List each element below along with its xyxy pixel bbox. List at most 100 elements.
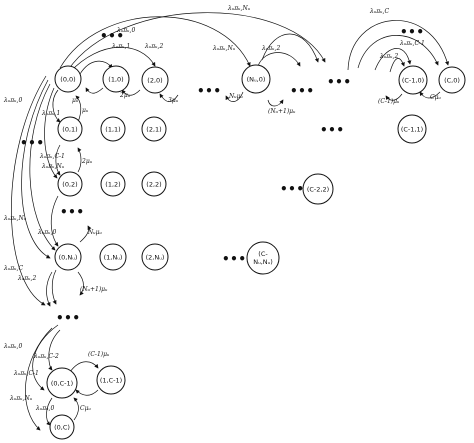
label-left-lambda-1: λᵤπᵤ,1 xyxy=(41,110,60,117)
arc-02-to-01 xyxy=(77,147,82,173)
label-Nu-mu-u-top: Nᵤμᵤ xyxy=(228,93,244,100)
label-lambda-0-top: λᵤπᵤ,0 xyxy=(116,27,135,34)
svg-text:Nᵤ,Nᵤ): Nᵤ,Nᵤ) xyxy=(253,258,273,266)
label-bottom-lambda-Nu: λᵤπᵤ,Nᵤ xyxy=(9,395,33,402)
label-left-lambda-Nu-2: λᵤπᵤ,Nᵤ xyxy=(3,215,27,222)
arc-bottom-2 xyxy=(25,327,53,431)
label-mu-u-1: μᵤ xyxy=(72,97,79,104)
label-bottom-lambda-0: λᵤπᵤ,0 xyxy=(3,343,22,350)
ellipsis-col0-a: ••• xyxy=(60,205,85,219)
arc-01-to-00 xyxy=(75,95,82,123)
arc-10-to-00 xyxy=(85,87,104,94)
arc-00-to-0Nu-b xyxy=(21,79,51,259)
state-nodes: (0,0) (1,0) (2,0) (Nᵤ,0) (C-1,0) (C,0) (… xyxy=(46,64,466,440)
label-top-lambda-Nu: λᵤπᵤ,Nᵤ xyxy=(227,5,251,12)
label-left-lambda-C1: λᵤπᵤ,C-1 xyxy=(39,153,65,160)
label-C1-mu-u-bottom: (C-1)μᵤ xyxy=(88,351,110,358)
label-C-mu-u-bottom: Cμᵤ xyxy=(80,405,91,412)
state-0-C1: (0,C-1) xyxy=(46,367,78,399)
arc-right-4 xyxy=(389,58,405,73)
arc-bottom-3 xyxy=(48,329,61,371)
svg-text:(C-2,2): (C-2,2) xyxy=(307,186,329,194)
arc-00-to-01 xyxy=(52,89,61,123)
state-1-1: (1,1) xyxy=(100,116,126,142)
svg-text:(C-1,0): (C-1,0) xyxy=(402,77,424,85)
label-2mu-u-left: 2μᵤ xyxy=(81,158,93,165)
arc-0Nu-to-next xyxy=(77,271,84,296)
svg-text:(2,0): (2,0) xyxy=(147,77,162,85)
svg-text:(2,1): (2,1) xyxy=(146,126,161,134)
label-left-lambda-C-2: λᵤπᵤ,C xyxy=(3,265,23,272)
arc-right-2 xyxy=(357,35,439,69)
arc-0C-to-0C1 xyxy=(73,397,79,421)
svg-text:(0,Nᵤ): (0,Nᵤ) xyxy=(59,254,78,262)
svg-text:(0,1): (0,1) xyxy=(62,126,77,134)
label-lambda-2-mid: λᵤπᵤ,2 xyxy=(261,45,280,52)
label-top-lambda-C: λᵤπᵤ,C xyxy=(369,8,389,15)
svg-text:(C-: (C- xyxy=(258,250,268,258)
svg-text:(2,Nᵤ): (2,Nᵤ) xyxy=(146,254,165,262)
ellipsis-left: ••• xyxy=(20,136,45,150)
ellipsis-row0-c: ••• xyxy=(327,75,352,89)
svg-text:(C,0): (C,0) xyxy=(444,77,460,85)
label-lambda-2-top: λᵤπᵤ,2 xyxy=(144,43,163,50)
transition-edges xyxy=(11,12,450,431)
arc-20-to-10 xyxy=(121,89,141,96)
arc-0Nu-self xyxy=(79,225,92,243)
state-2-2: (2,2) xyxy=(141,171,167,197)
state-1-Nu: (1,Nᵤ) xyxy=(99,243,127,271)
svg-text:(1,Nᵤ): (1,Nᵤ) xyxy=(104,254,123,262)
arc-right-3 xyxy=(374,48,412,71)
state-C-Nu-Nu: (C- Nᵤ,Nᵤ) xyxy=(246,241,280,275)
state-C1-1: (C-1,1) xyxy=(397,114,427,144)
svg-text:(0,0): (0,0) xyxy=(60,76,75,84)
state-C1-0: (C-1,0) xyxy=(398,65,428,95)
arc-bottom-1 xyxy=(32,324,59,391)
arc-Nu0-out2 xyxy=(261,33,319,63)
arc-00-to-20 xyxy=(69,46,156,73)
state-1-2: (1,2) xyxy=(100,171,126,197)
svg-text:(2,2): (2,2) xyxy=(146,181,161,189)
arc-1C1-to-0C1 xyxy=(75,389,99,396)
arc-00-to-0Nu-a xyxy=(29,83,56,251)
label-left-lambda-2: λᵤπᵤ,2 xyxy=(17,275,36,282)
arc-left-long-1 xyxy=(11,75,47,306)
label-C1-mu-u-top: (C-1)μᵤ xyxy=(378,98,400,105)
ellipsis-rowNu: ••• xyxy=(222,252,247,266)
ellipsis-col0-b: ••• xyxy=(56,311,81,325)
svg-text:(Nᵤ,0): (Nᵤ,0) xyxy=(247,76,266,84)
label-Nu-mu-u-left: Nᵤμᵤ xyxy=(87,229,103,236)
label-lambda-Cm1-top: λᵤπᵤ,C-1 xyxy=(399,40,425,47)
state-0-2: (0,2) xyxy=(57,171,83,197)
ellipsis-marks: ••• ••• ••• ••• ••• ••• ••• ••• ••• ••• … xyxy=(20,25,424,325)
label-Nu1-mu-u-left: (Nᵤ+1)μᵤ xyxy=(80,286,108,293)
label-lambda-2-right: λᵤπᵤ,2 xyxy=(379,53,398,60)
label-C-mu-u-top: Cμᵤ xyxy=(430,94,441,101)
rate-labels: λᵤπᵤ,Nᵤ λᵤπᵤ,C λᵤπᵤ,0 λᵤπᵤ,1 λᵤπᵤ,2 λᵤπᵤ… xyxy=(3,5,441,412)
arc-01-to-02 xyxy=(55,144,61,176)
arc-Nu0-self xyxy=(225,91,244,102)
label-bottom-lambda-C2: λᵤπᵤ,C-2 xyxy=(33,353,59,360)
svg-text:(0,C-1): (0,C-1) xyxy=(51,380,73,388)
state-0-Nu: (0,Nᵤ) xyxy=(54,243,82,271)
label-Nu1-mu-u-top: (Nᵤ+1)μᵤ xyxy=(268,108,296,115)
label-left-lambda-0-2: λᵤπᵤ,0 xyxy=(37,229,56,236)
svg-text:(0,C): (0,C) xyxy=(54,424,70,432)
state-C-0: (C,0) xyxy=(438,66,466,94)
ellipsis-row0-a: ••• xyxy=(197,84,222,98)
svg-text:(1,1): (1,1) xyxy=(105,126,120,134)
arc-0C1-to-1C1 xyxy=(69,361,99,373)
arc-00-to-Nu0 xyxy=(59,16,251,69)
arc-00-to-10 xyxy=(79,60,113,75)
label-left-lambda-0: λᵤπᵤ,0 xyxy=(3,97,22,104)
state-2-1: (2,1) xyxy=(141,116,167,142)
svg-text:(C-1,1): (C-1,1) xyxy=(401,126,423,134)
label-mu-u-2: μᵤ xyxy=(82,107,89,114)
arc-Nu0-out1 xyxy=(257,52,301,67)
arc-30-to-20 xyxy=(159,93,179,102)
label-left-lambda-Nu: λᵤπᵤ,Nᵤ xyxy=(41,163,65,170)
arc-Nu0-back xyxy=(267,99,284,107)
arc-0Nu-down-2 xyxy=(51,269,57,305)
state-1-0: (1,0) xyxy=(102,65,130,93)
